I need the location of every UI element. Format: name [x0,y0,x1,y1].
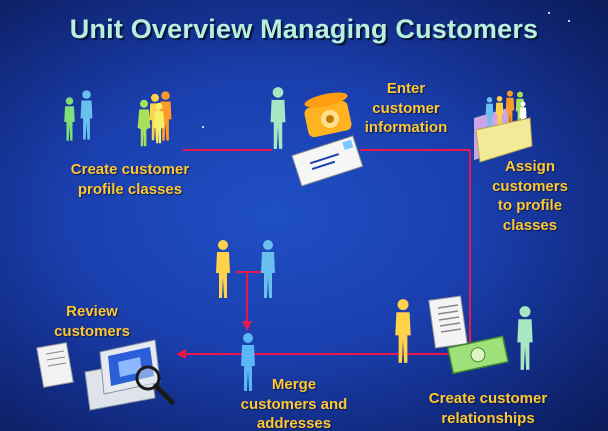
relationship-icon [395,295,533,375]
flow-lines [176,149,471,359]
decorative-dots [202,12,570,128]
envelope-icon [291,135,364,187]
label-line: addresses [256,415,332,431]
step-label-assign-customers: Assign customers to profile classes [478,157,582,235]
money-icon [446,335,509,375]
telephone-icon [304,92,352,138]
step-label-merge-customers: Merge customers and addresses [228,375,360,431]
label-line: customers [492,177,568,195]
phone-person-icon [270,87,364,187]
slide-title: Unit Overview Managing Customers [69,14,539,44]
people-group-icon [64,90,172,147]
step-label-enter-customer-information: Enter customer information [354,79,458,138]
label-line: classes [502,216,558,234]
label-line: Create customer [70,161,190,178]
label-line: profile classes [77,180,183,198]
label-line: Create customer [428,390,548,407]
step-label-review-customers: Review customers [42,302,142,341]
merge-people-icon [216,240,275,391]
label-line: customer [372,99,440,117]
label-line: information [364,119,448,136]
label-line: to profile [497,197,563,214]
label-line: relationships [441,409,535,427]
folder-people-icon [474,90,533,163]
computer-icon [36,339,175,411]
label-line: customers and [240,395,348,413]
document-icon [428,295,468,349]
label-line: Enter [386,80,426,97]
label-line: Review [66,303,118,320]
step-label-create-profile-classes: Create customer profile classes [52,160,208,199]
step-label-create-relationships: Create customer relationships [412,389,564,428]
label-line: customers [54,322,130,340]
label-line: Assign [504,158,555,175]
label-line: Merge [271,376,317,393]
